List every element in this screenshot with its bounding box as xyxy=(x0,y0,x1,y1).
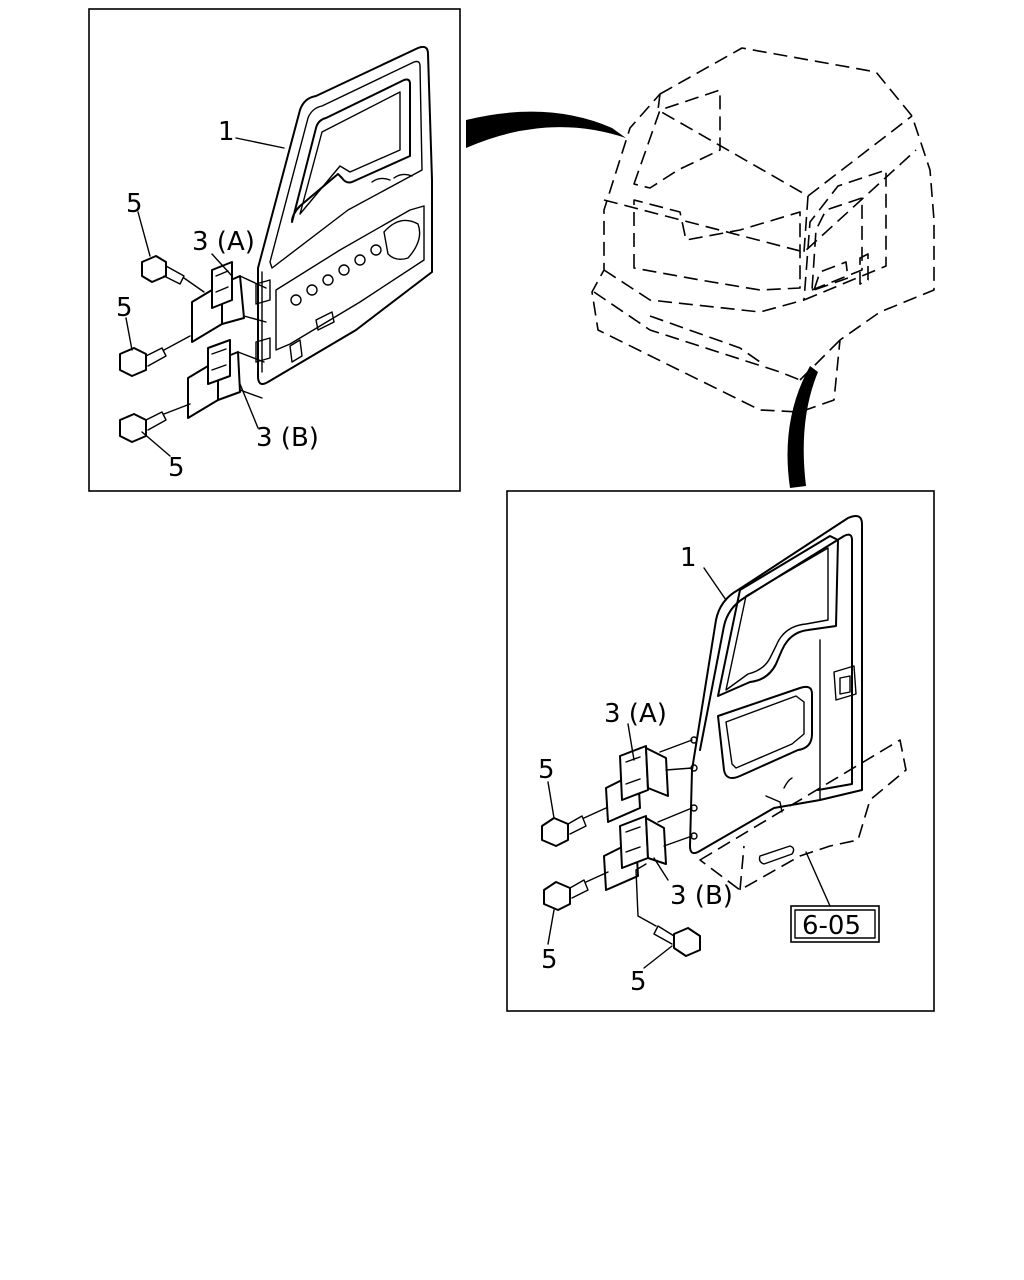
hinge-upper-a-exterior xyxy=(605,739,693,823)
bolt-5-ext-lower xyxy=(543,871,609,911)
callout-5-lower-3: 5 xyxy=(630,967,647,997)
pointer-arc-right xyxy=(787,366,818,488)
hinge-lower-b-exterior xyxy=(603,807,693,891)
door-panel-exterior xyxy=(689,515,863,855)
cab-side-panel-6-05 xyxy=(699,739,907,891)
callout-5-upper-2: 5 xyxy=(116,293,133,323)
bolt-5-bottom xyxy=(119,403,191,443)
inset-frame-top-left xyxy=(88,8,461,492)
inset-front-door-interior: 1 3 (A) 3 (B) 5 5 5 xyxy=(88,8,461,492)
bolt-5-top xyxy=(141,255,205,293)
callout-5-lower-1: 5 xyxy=(538,755,555,785)
section-ref-label: 6-05 xyxy=(802,911,861,941)
callout-5-upper-1: 5 xyxy=(126,189,143,219)
inset-front-door-exterior: 1 3 (A) 3 (B) 5 5 5 6-05 xyxy=(506,490,935,1012)
callout-3b-upper: 3 (B) xyxy=(256,423,319,453)
door-panel-interior xyxy=(255,45,433,385)
callout-5-upper-3: 5 xyxy=(168,453,185,483)
callout-1-lower: 1 xyxy=(680,543,697,573)
callout-3a-upper: 3 (A) xyxy=(192,227,255,257)
callout-1-upper: 1 xyxy=(218,117,235,147)
callout-5-lower-2: 5 xyxy=(541,945,558,975)
bolt-5-middle xyxy=(119,335,191,377)
hinge-lower-b xyxy=(187,339,265,419)
truck-cab-overview xyxy=(591,47,935,413)
section-ref-box xyxy=(790,905,880,943)
bolt-5-ext-right xyxy=(635,863,701,957)
callout-3a-lower: 3 (A) xyxy=(604,699,667,729)
inset-frame-bottom-right xyxy=(506,490,935,1012)
hinge-upper-a xyxy=(191,261,267,343)
pointer-arc-left xyxy=(466,111,626,148)
bolt-5-ext-upper xyxy=(541,807,607,847)
callout-3b-lower: 3 (B) xyxy=(670,881,733,911)
